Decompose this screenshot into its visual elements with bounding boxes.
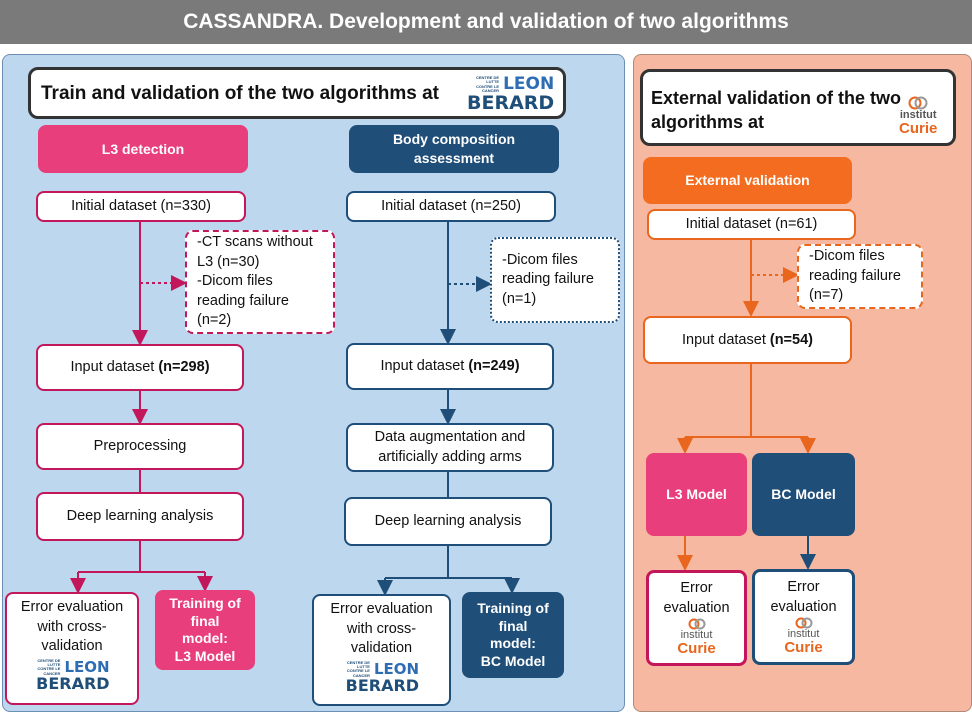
leon-berard-logo-leon: LEON [503,74,555,95]
external-validation-category: External validation [643,157,852,204]
l3-input-dataset: Input dataset (n=298) [36,344,244,391]
leon-berard-logo-small-text: CENTRE DE LUTTE CONTRE LE CANCER [37,657,61,676]
bc-error-line-2: with cross- [346,620,417,637]
l3-detection-category: L3 detection [38,125,248,173]
bc-error-line-3: validation [350,640,413,657]
l3-training-line-1: Training of [169,595,241,611]
bc-exclusion-line-2: reading failure [502,271,594,288]
external-initial-dataset: Initial dataset (n=61) [647,209,856,240]
institut-curie-logo-curie: Curie [784,639,823,657]
leon-berard-logo-small-text: CENTRE DE LUTTE CONTRE LE CANCER [346,659,370,678]
external-bc-error-evaluation: Error evaluation institut Curie [752,569,855,665]
external-title-line-1: External validation of the two [651,88,902,108]
external-validation-title: External validation of the two algorithm… [651,86,901,135]
institut-curie-logo-small: institut Curie [784,617,823,657]
institut-curie-logo-curie: Curie [899,120,938,137]
l3-error-evaluation: Error evaluation with cross- validation … [5,592,139,705]
page-title: CASSANDRA. Development and validation of… [0,0,972,44]
bc-error-line-1: Error evaluation [330,601,433,617]
external-title-line-2: algorithms at [651,112,765,133]
bc-initial-dataset: Initial dataset (n=250) [346,191,556,222]
bc-error-evaluation: Error evaluation with cross- validation … [312,594,451,706]
l3-exclusion-line-1: -CT scans without [197,234,313,251]
curie-rings-icon [908,96,928,110]
external-exclusion-line-3: (n=7) [809,287,844,304]
l3-exclusion-line-5: (n=2) [197,312,232,329]
l3-exclusion-line-3: -Dicom files [197,273,273,290]
bc-exclusion-line-3: (n=1) [502,290,537,307]
l3-training-final-model: Training of final model: L3 Model [155,590,255,670]
l3-training-line-3: model: [182,630,228,646]
body-composition-category: Body composition assessment [349,125,559,173]
bc-input-label: Input dataset [380,358,465,375]
bc-training-final-model: Training of final model: BC Model [462,592,564,678]
external-input-count: (n=54) [769,331,813,348]
leon-berard-logo-berard: BERARD [345,676,420,696]
leon-berard-logo: CENTRE DE LUTTE CONTRE LE CANCER LEON BE… [467,74,555,114]
bc-training-line-3: model: [490,635,536,651]
leon-berard-logo-leon: LEON [64,657,110,676]
institut-curie-logo-institut: institut [899,109,937,121]
curie-rings-icon [795,617,812,629]
l3-input-count: (n=298) [158,359,210,376]
bc-training-line-4: BC Model [480,652,546,669]
train-validation-header: Train and validation of the two algorith… [28,67,566,119]
external-l3-error-line-2: evaluation [663,599,730,616]
l3-initial-dataset: Initial dataset (n=330) [36,191,246,222]
leon-berard-logo-small: CENTRE DE LUTTE CONTRE LE CANCER LEON BE… [344,659,420,696]
institut-curie-logo: institut Curie [899,96,937,136]
curie-rings-icon [688,618,705,630]
l3-error-line-1: Error evaluation [20,599,124,615]
l3-deep-learning-analysis: Deep learning analysis [36,492,244,541]
l3-training-line-2: final [190,612,220,629]
l3-preprocessing: Preprocessing [36,423,244,470]
bc-deep-learning-analysis: Deep learning analysis [344,497,552,546]
external-exclusion-box: -Dicom files reading failure (n=7) [797,244,923,309]
l3-error-line-2: with cross- [37,618,107,635]
bc-augment-line-2: artificially adding arms [378,448,522,465]
external-exclusion-line-1: -Dicom files [809,248,885,265]
external-input-label: Input dataset [682,331,766,348]
leon-berard-logo-berard: BERARD [467,91,555,114]
bc-training-line-2: final [498,617,528,634]
bc-input-dataset: Input dataset (n=249) [346,343,554,390]
external-validation-header: External validation of the two algorithm… [640,69,956,146]
external-l3-error-evaluation: Error evaluation institut Curie [646,570,747,666]
l3-input-label: Input dataset [70,359,155,376]
leon-berard-logo-berard: BERARD [36,674,110,694]
external-bc-error-line-1: Error [787,579,820,595]
leon-berard-logo-small-text: CENTRE DE LUTTE CONTRE LE CANCER [475,75,500,94]
external-l3-model: L3 Model [646,453,747,536]
leon-berard-logo-small: CENTRE DE LUTTE CONTRE LE CANCER LEON BE… [34,657,110,694]
external-bc-error-line-2: evaluation [770,598,837,615]
bc-exclusion-box: -Dicom files reading failure (n=1) [490,237,620,323]
institut-curie-logo-small: institut Curie [677,618,716,658]
bc-category-line-1: Body composition [392,131,516,148]
institut-curie-logo-institut: institut [787,628,820,641]
l3-exclusion-box: -CT scans without L3 (n=30) -Dicom files… [185,230,335,334]
bc-training-line-1: Training of [477,600,549,616]
external-l3-error-line-1: Error [680,580,713,596]
bc-exclusion-line-1: -Dicom files [502,251,578,268]
bc-category-line-2: assessment [413,150,495,166]
external-input-dataset: Input dataset (n=54) [643,316,852,364]
external-exclusion-line-2: reading failure [809,267,901,284]
institut-curie-logo-curie: Curie [677,640,716,658]
l3-error-line-3: validation [41,638,103,655]
bc-input-count: (n=249) [468,358,520,375]
l3-exclusion-line-2: L3 (n=30) [197,253,260,270]
l3-training-line-4: L3 Model [174,647,236,664]
l3-exclusion-line-4: reading failure [197,292,289,309]
institut-curie-logo-institut: institut [680,629,713,642]
train-validation-title: Train and validation of the two algorith… [41,83,439,104]
bc-augment-line-1: Data augmentation and [374,428,526,445]
bc-data-augmentation: Data augmentation and artificially addin… [346,423,554,472]
leon-berard-logo-leon: LEON [373,659,420,678]
external-bc-model: BC Model [752,453,855,536]
